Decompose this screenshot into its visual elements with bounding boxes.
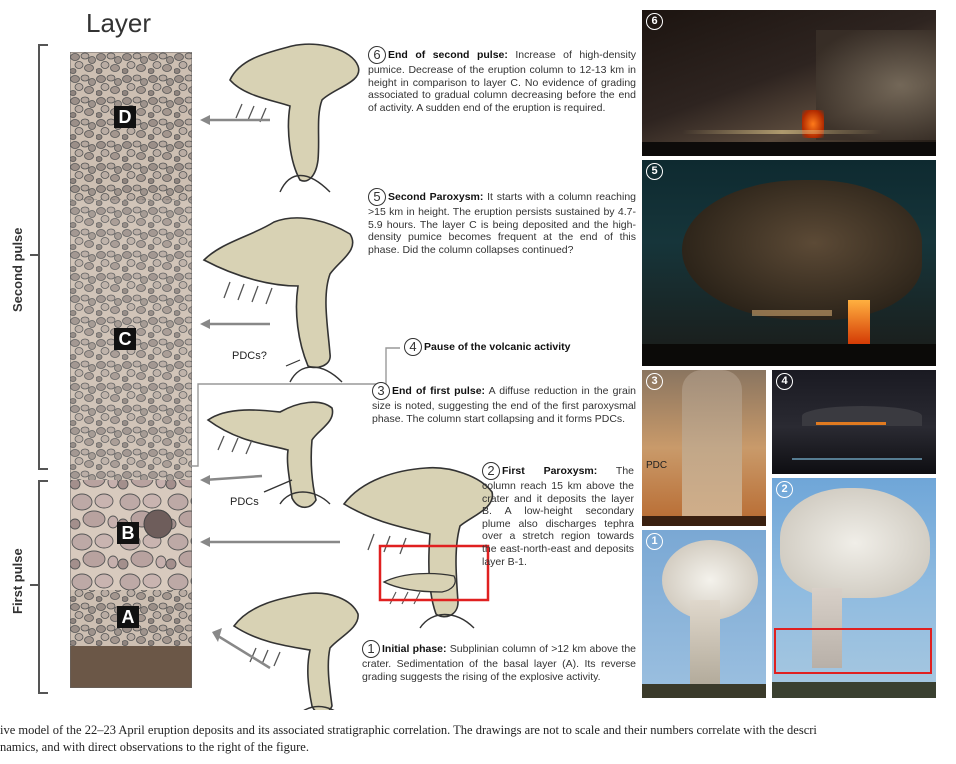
phase-1-number: 1 <box>362 640 380 658</box>
plume-6 <box>230 44 359 192</box>
photo-5-number: 5 <box>646 163 663 180</box>
plume-1 <box>234 593 358 710</box>
phase-6-description: 6End of second pulse: Increase of high-d… <box>368 46 636 114</box>
caption-line-1: ive model of the 22–23 April eruption de… <box>0 722 956 739</box>
photo-6: 6 <box>642 10 936 156</box>
pdc-label-question: PDCs? <box>232 350 267 362</box>
plume-drawings <box>190 30 520 710</box>
photo-4: 4 <box>772 370 936 474</box>
arrow-1 <box>218 636 270 668</box>
phase-3-title: End of first pulse: <box>392 385 485 397</box>
arrow-3 <box>204 476 262 480</box>
stratigraphic-column <box>70 52 192 688</box>
photo-6-number: 6 <box>646 13 663 30</box>
photo-3-number: 3 <box>646 373 663 390</box>
highlight-box-photo-2 <box>774 628 932 674</box>
pdc-label: PDCs <box>230 496 259 508</box>
second-pulse-bracket-tick <box>30 254 40 256</box>
plume-5 <box>204 218 353 382</box>
phase-3-number: 3 <box>372 382 390 400</box>
first-pulse-bracket-tick <box>30 584 40 586</box>
photo-3: PDC 3 <box>642 370 766 526</box>
plume-2 <box>344 468 492 628</box>
photo-1: 1 <box>642 530 766 698</box>
caption-line-2: namics, and with direct observations to … <box>0 739 956 756</box>
figure-caption: ive model of the 22–23 April eruption de… <box>0 722 956 756</box>
first-pulse-bracket <box>38 480 48 694</box>
phase-4-title: Pause of the volcanic activity <box>424 341 570 353</box>
photo-2: 2 <box>772 478 936 698</box>
phase-5-number: 5 <box>368 188 386 206</box>
phase-6-number: 6 <box>368 46 386 64</box>
photo-2-number: 2 <box>776 481 793 498</box>
photo-5: 5 <box>642 160 936 366</box>
phase-2-description: 2First Paroxysm: The column reach 15 km … <box>482 462 634 568</box>
basement <box>70 646 192 688</box>
phase-4-number: 4 <box>404 338 422 356</box>
second-pulse-label: Second pulse <box>10 227 25 312</box>
phase-5-title: Second Paroxysm: <box>388 191 483 203</box>
phase-3-description: 3End of first pulse: A diffuse reduction… <box>372 382 636 425</box>
phase-2-title: First Paroxysm: <box>502 465 597 477</box>
photo-4-number: 4 <box>776 373 793 390</box>
layer-label-b: B <box>117 522 139 544</box>
plume-3 <box>208 402 333 507</box>
phase-4-description: 4Pause of the volcanic activity <box>404 338 636 356</box>
phase-6-title: End of second pulse: <box>388 49 508 61</box>
layer-label-d: D <box>114 106 136 128</box>
phase-1-description: 1Initial phase: Subplinian column of >12… <box>362 640 636 683</box>
first-pulse-label: First pulse <box>10 548 25 614</box>
layer-label-a: A <box>117 606 139 628</box>
large-clast <box>144 510 172 538</box>
second-pulse-bracket <box>38 44 48 470</box>
photo-3-pdc-label: PDC <box>646 460 667 471</box>
phase-5-description: 5Second Paroxysm: It starts with a colum… <box>368 188 636 256</box>
photo-1-number: 1 <box>646 533 663 550</box>
phase-2-text: The column reach 15 km above the crater … <box>482 465 634 568</box>
layer-title: Layer <box>86 8 151 39</box>
phase-2-number: 2 <box>482 462 500 480</box>
layer-label-c: C <box>114 328 136 350</box>
phase-1-title: Initial phase: <box>382 643 447 655</box>
